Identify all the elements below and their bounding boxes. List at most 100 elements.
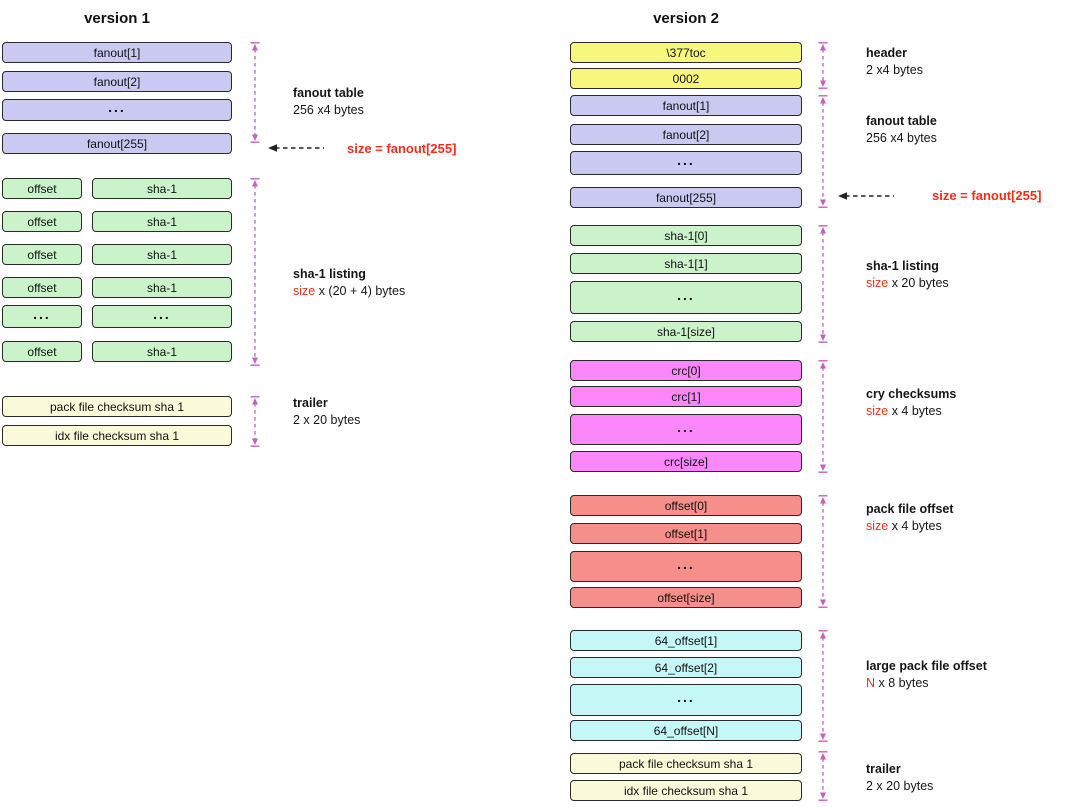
block-label: ... (677, 286, 695, 303)
block-label: 64_offset[1] (654, 633, 718, 648)
sha1-listing-block: offset (2, 341, 82, 362)
header-block: 0002 (570, 68, 802, 89)
sha1-listing-block: sha-1 (92, 211, 232, 232)
block-label: fanout[2] (662, 127, 710, 142)
size-extent-arrow-icon (818, 225, 828, 343)
block-label: crc[0] (671, 363, 701, 378)
annotation-title: sha-1 listing (866, 259, 939, 273)
sha1-listing-block: offset (2, 178, 82, 199)
fanout-table-block: fanout[2] (2, 71, 232, 92)
size-extent-arrow-icon (818, 630, 828, 742)
block-label: ... (677, 689, 695, 705)
block-label: idx file checksum sha 1 (54, 428, 180, 443)
sha1-listing-block: sha-1[0] (570, 225, 802, 246)
annotation-size: 2 x 20 bytes (866, 778, 933, 795)
block-label: offset (27, 214, 57, 229)
block-label: 64_offset[N] (653, 723, 719, 738)
crc-checksums-block: crc[1] (570, 386, 802, 407)
annotation-title: pack file offset (866, 502, 954, 516)
annotation-size: size x 4 bytes (866, 403, 956, 420)
block-label: offset (27, 247, 57, 262)
sha1-listing-block: sha-1 (92, 178, 232, 199)
dashed-left-arrow-icon (268, 144, 324, 152)
large-pack-file-offset-block: 64_offset[N] (570, 720, 802, 741)
sha1-listing-block: ... (2, 305, 82, 328)
annotation-pack-file-offset: pack file offset size x 4 bytes (866, 501, 954, 535)
block-label: ... (108, 99, 126, 115)
fanout-table-block: fanout[255] (2, 133, 232, 154)
sha1-listing-block: sha-1[1] (570, 253, 802, 274)
sha1-listing-block: ... (92, 305, 232, 328)
annotation-sha-1-listing: sha-1 listing size x 20 bytes (866, 258, 949, 292)
fanout-table-block: fanout[1] (2, 42, 232, 63)
trailer-block: idx file checksum sha 1 (570, 780, 802, 801)
block-label: sha-1[0] (664, 228, 708, 243)
annotation-title: trailer (293, 396, 328, 410)
block-label: ... (677, 555, 695, 572)
block-label: crc[size] (663, 454, 708, 469)
size-text: x 20 bytes (888, 276, 949, 290)
sha1-listing-block: offset (2, 244, 82, 265)
size-text: x 4 bytes (888, 519, 942, 533)
size-text: 2 x 20 bytes (866, 779, 934, 793)
annotation-size: size x 20 bytes (866, 275, 949, 292)
size-extent-arrow-icon (250, 42, 260, 143)
dashed-left-arrow-icon (838, 192, 894, 200)
size-text: 2 x4 bytes (866, 63, 923, 77)
block-label: sha-1[size] (656, 324, 716, 339)
fanout-table-block: fanout[2] (570, 124, 802, 145)
size-variable: size (866, 404, 889, 418)
size-variable: size (866, 519, 889, 533)
size-extent-arrow-icon (250, 396, 260, 447)
block-label: idx file checksum sha 1 (623, 783, 749, 798)
block-label: offset (27, 344, 57, 359)
size-callout-text: size = fanout[255] (347, 141, 457, 156)
sha1-listing-block: offset (2, 277, 82, 298)
size-text: 2 x 20 bytes (293, 413, 361, 427)
annotation-title: large pack file offset (866, 659, 987, 673)
block-label: pack file checksum sha 1 (618, 756, 754, 771)
block-label: ... (33, 305, 51, 322)
annotation-title: sha-1 listing (293, 267, 366, 281)
large-pack-file-offset-block: ... (570, 684, 802, 716)
size-extent-arrow-icon (818, 751, 828, 801)
trailer-block: pack file checksum sha 1 (570, 753, 802, 774)
block-label: pack file checksum sha 1 (49, 399, 185, 414)
crc-checksums-block: crc[size] (570, 451, 802, 472)
annotation-title: cry checksums (866, 387, 957, 401)
size-extent-arrow-icon (818, 495, 828, 608)
block-label: sha-1 (146, 280, 178, 295)
block-label: fanout[255] (655, 190, 717, 205)
block-label: sha-1 (146, 181, 178, 196)
block-label: sha-1 (146, 344, 178, 359)
size-text: 256 x4 bytes (293, 103, 364, 117)
sha1-listing-block: ... (570, 281, 802, 314)
size-text: 256 x4 bytes (866, 131, 937, 145)
block-label: 64_offset[2] (654, 660, 718, 675)
fanout-table-block: fanout[1] (570, 95, 802, 116)
block-label: sha-1 (146, 247, 178, 262)
annotation-cry-checksums: cry checksums size x 4 bytes (866, 386, 956, 420)
pack-file-offset-block: offset[0] (570, 495, 802, 516)
header-block: \377toc (570, 42, 802, 63)
block-label: offset (27, 280, 57, 295)
sha1-listing-block: sha-1 (92, 244, 232, 265)
block-label: fanout[2] (93, 74, 141, 89)
block-label: offset[0] (664, 498, 708, 513)
annotation-size: 256 x4 bytes (293, 102, 364, 119)
annotation-size: 2 x4 bytes (866, 62, 923, 79)
size-extent-arrow-icon (818, 360, 828, 473)
block-label: sha-1 (146, 214, 178, 229)
block-label: offset[size] (657, 590, 715, 605)
sha1-listing-block: sha-1 (92, 277, 232, 298)
block-label: crc[1] (671, 389, 701, 404)
block-label: 0002 (672, 71, 700, 86)
size-extent-arrow-icon (250, 178, 260, 366)
version2-title: version 2 (653, 10, 719, 27)
size-text: x 4 bytes (888, 404, 942, 418)
